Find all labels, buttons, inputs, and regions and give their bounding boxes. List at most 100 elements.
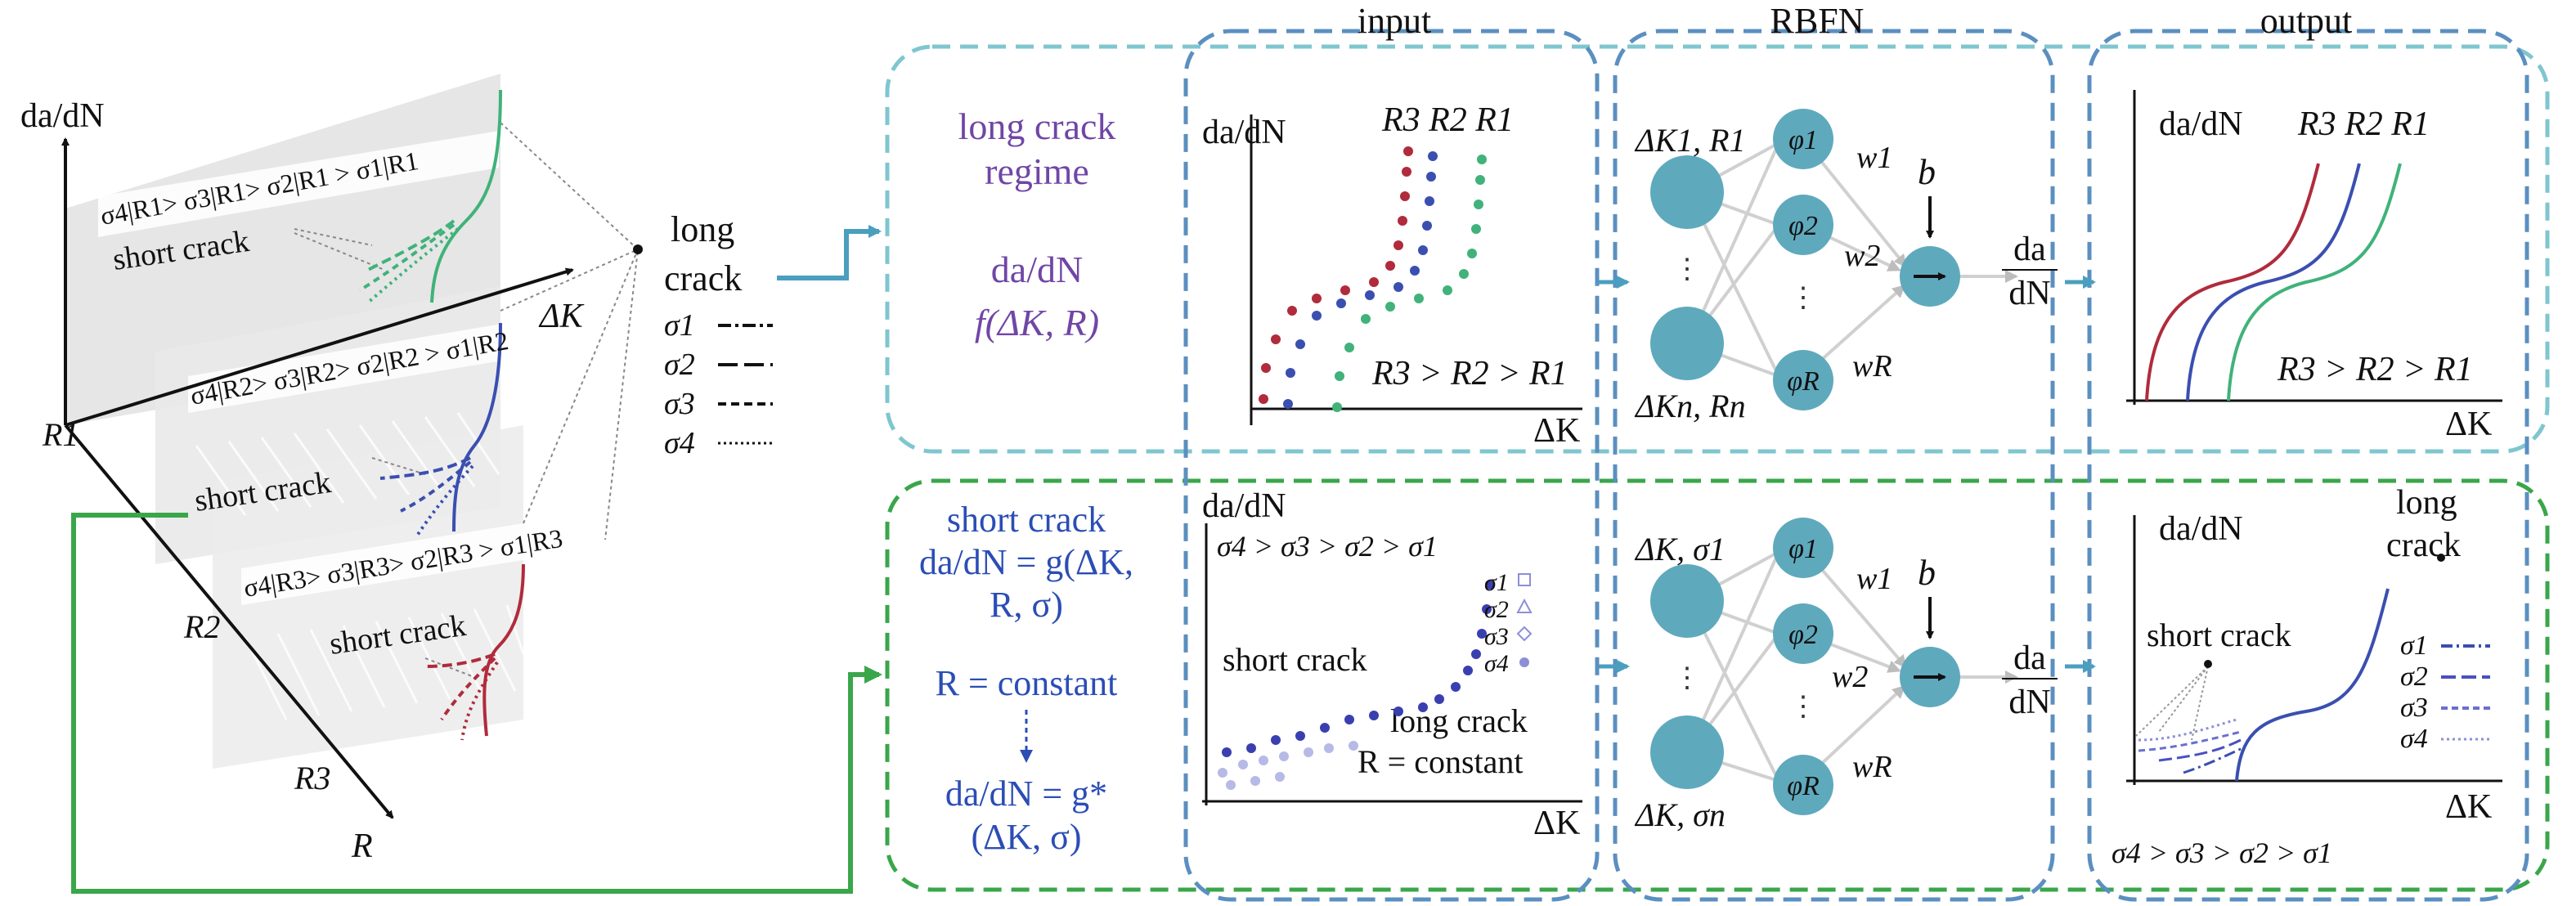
long-input-node-1 (1650, 155, 1724, 229)
short-hidden-ellipsis: ⋮ (1789, 692, 1817, 722)
long-wR: wR (1852, 349, 1892, 383)
short-input-order: σ4 > σ3 > σ2 > σ1 (1217, 530, 1438, 563)
short-rbfn-network: ⋮ ⋮ ΔK, σ1 ΔK, σn φ1 φ2 φR w1 w2 wR b da… (1634, 518, 2058, 833)
long-input-dot-r2 (1422, 221, 1432, 231)
long-input-dot-r1 (1344, 343, 1354, 352)
short-input-dot (1434, 694, 1444, 704)
output-column-box (2087, 29, 2529, 902)
short-output-short: short crack (2147, 617, 2291, 653)
band-r1 (98, 131, 499, 237)
short-output-long1: long (2396, 484, 2457, 522)
short-input-x-label: ΔK (1533, 805, 1580, 842)
left-y-axis-label: da/dN (20, 97, 105, 135)
short-input-short: short crack (1223, 641, 1367, 678)
short-input-dot (1477, 629, 1487, 639)
short-input-ellipsis: ⋮ (1673, 663, 1701, 693)
long-input-dot-r1 (1474, 200, 1483, 209)
short-input-legend-4: σ4 (1484, 650, 1509, 677)
r2-label: R2 (183, 608, 220, 645)
long-input-dot-r3 (1369, 277, 1379, 287)
short-input-dot (1471, 649, 1481, 659)
legend-sigma3: σ3 (664, 387, 695, 421)
short-w2: w2 (1832, 660, 1868, 694)
short-output-curve-sigma3 (2138, 730, 2242, 752)
short-crack-connector (71, 513, 882, 894)
short-input-dot (1463, 666, 1473, 675)
long-phiR: φR (1787, 366, 1820, 397)
long-input-dot-r3 (1402, 167, 1411, 177)
legend-sigma2: σ2 (664, 348, 695, 382)
long-hidden-node-r (1773, 350, 1833, 410)
dk-axis (65, 267, 574, 427)
short-phiR: φR (1787, 771, 1820, 801)
r-axis (64, 424, 394, 819)
long-input-dot-r3 (1393, 240, 1403, 250)
long-hidden-node-2 (1773, 195, 1833, 255)
long-input-dot-r3 (1340, 285, 1350, 295)
short-output-long-curve (2235, 588, 2390, 782)
short-input-legend-marker-3 (1516, 626, 1533, 642)
long-input-dot-r1 (1467, 249, 1477, 258)
long-regime-eq2: f(ΔK, R) (975, 302, 1099, 343)
long-input-dot-r2 (1425, 196, 1434, 206)
short-output-x-label: ΔK (2445, 788, 2492, 826)
short-input-dot-light (1226, 780, 1236, 790)
short-regime-line1: short crack (947, 500, 1106, 540)
short-regime-line4: R = constant (936, 663, 1118, 703)
long-phi2: φ2 (1788, 211, 1818, 241)
long-regime-line2: regime (985, 150, 1089, 192)
short-input-dot (1393, 706, 1403, 716)
long-input-dot-r1 (1332, 402, 1342, 412)
band-r2 (188, 323, 507, 413)
legend-sigma1: σ1 (664, 308, 695, 343)
short-input-dot (1295, 731, 1305, 741)
long-frac-bottom: dN (2008, 275, 2050, 312)
short-hidden-node-1 (1773, 518, 1833, 578)
long-output-curve-r2 (2186, 163, 2361, 401)
projection-lines (294, 122, 640, 680)
long-input-dot-r3 (1385, 261, 1395, 271)
long-net-in2: ΔKn, Rn (1634, 388, 1746, 424)
long-input-chart: da/dN ΔK R3 R2 R1 R3 > R2 > R1 (1202, 101, 1582, 450)
long-input-dot-r2 (1286, 368, 1295, 378)
short-input-dot-light (1238, 760, 1248, 769)
panel-r3 (213, 425, 523, 769)
long-crack-label-1: long (671, 209, 734, 249)
long-input-dot-r1 (1477, 155, 1487, 164)
long-output-x-label: ΔK (2445, 406, 2492, 443)
rbfn-column-box (1613, 29, 2055, 902)
short-wR: wR (1852, 750, 1892, 784)
curves-r1 (358, 89, 502, 304)
long-input-dot-r2 (1410, 266, 1420, 276)
short-input-const: R = constant (1358, 743, 1524, 780)
long-regime-description: long crack regime da/dN f(ΔK, R) (958, 105, 1116, 343)
short-input-dot (1482, 604, 1492, 614)
short-input-dot (1271, 735, 1281, 745)
short-output-y-label: da/dN (2159, 510, 2243, 548)
long-regime-line1: long crack (958, 105, 1116, 147)
short-input-dots (1218, 580, 1495, 790)
short-input-node-1 (1650, 564, 1724, 638)
short-hidden-node-2 (1773, 603, 1833, 664)
long-input-dot-r2 (1295, 339, 1305, 349)
short-input-dot-light (1324, 743, 1334, 753)
short-frac-top: da (2013, 639, 2046, 677)
short-phi2: φ2 (1788, 620, 1818, 650)
short-input-dot (1344, 715, 1354, 724)
long-input-dot-r3 (1403, 146, 1413, 156)
long-input-dot-r3 (1271, 334, 1281, 344)
long-input-ellipsis: ⋮ (1673, 254, 1701, 285)
short-regime-line5: da/dN = g* (945, 774, 1107, 814)
left-x-axis-label: ΔK (538, 298, 585, 335)
long-input-dot-r1 (1443, 285, 1452, 295)
short-input-long: long crack (1390, 702, 1528, 739)
short-input-dot (1451, 682, 1461, 692)
curves-r3 (424, 563, 525, 741)
short-input-dot-light (1349, 741, 1358, 751)
long-input-dot-r1 (1335, 371, 1344, 381)
short-input-dot-light (1259, 756, 1268, 765)
short-input-chart: da/dN ΔK σ4 > σ3 > σ2 > σ1 short crack l… (1202, 487, 1582, 842)
short-input-dot (1369, 711, 1379, 720)
long-input-dot-r1 (1459, 269, 1469, 279)
